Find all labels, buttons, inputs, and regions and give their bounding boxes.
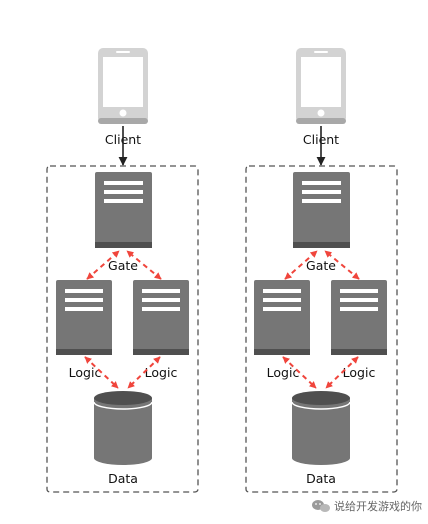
connector-arrows <box>282 250 360 389</box>
logic-label: Logic <box>145 365 178 380</box>
gate-server-icon <box>95 172 152 248</box>
data-label: Data <box>306 471 336 486</box>
client-phone-icon <box>296 48 346 124</box>
logic-label: Logic <box>267 365 300 380</box>
logic-server-icon <box>56 280 112 355</box>
watermark: 说给开发游戏的你 <box>312 499 422 513</box>
cluster-right: Client Gate Logic Logic <box>245 48 398 493</box>
connector-arrows <box>84 250 162 389</box>
gate-label: Gate <box>108 258 138 273</box>
gate-label: Gate <box>306 258 336 273</box>
logic-server-icon <box>331 280 387 355</box>
watermark-text: 说给开发游戏的你 <box>334 499 422 513</box>
wechat-icon <box>312 500 330 512</box>
logic-label: Logic <box>343 365 376 380</box>
logic-label: Logic <box>69 365 102 380</box>
data-label: Data <box>108 471 138 486</box>
client-phone-icon <box>98 48 148 124</box>
cluster-left: Client Gate Logic Logic <box>46 48 199 493</box>
database-icon <box>291 391 351 465</box>
logic-server-icon <box>133 280 189 355</box>
database-icon <box>93 391 153 465</box>
logic-server-icon <box>254 280 310 355</box>
gate-server-icon <box>293 172 350 248</box>
cluster-container <box>245 165 398 493</box>
cluster-container <box>46 165 199 493</box>
